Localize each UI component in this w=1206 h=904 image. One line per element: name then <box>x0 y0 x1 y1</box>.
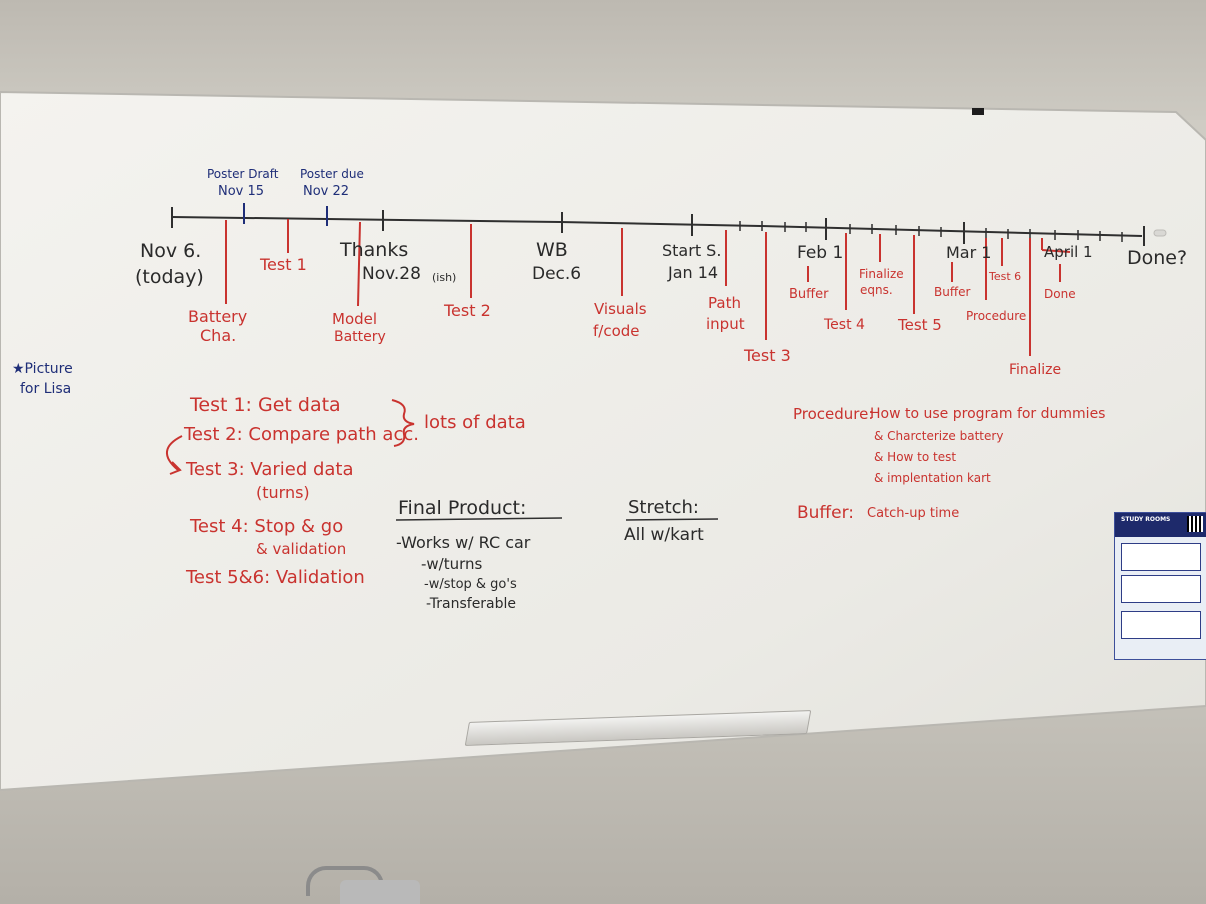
poster-draft-date: Nov 15 <box>218 184 265 199</box>
flyer-section <box>1121 611 1201 639</box>
marker-holder <box>1153 229 1167 237</box>
model-label: Model <box>332 310 378 328</box>
jan14-label: Jan 14 <box>668 263 719 282</box>
test3-turns: (turns) <box>256 483 310 502</box>
timeline-axis <box>171 216 1143 237</box>
test3-label: Test 3 <box>744 346 791 365</box>
stretch-item: All w/kart <box>624 525 704 545</box>
final-product-item-3: -w/stop & go's <box>424 577 517 592</box>
board-eraser <box>972 108 984 115</box>
poster-ticks <box>243 203 328 226</box>
start-s-label: Start S. <box>662 241 722 260</box>
test3-description: Test 3: Varied data <box>186 459 354 480</box>
poster-due-label: Poster due <box>300 167 364 181</box>
procedure-heading: Procedure: <box>793 405 874 423</box>
final-product-item-2: -w/turns <box>421 555 483 573</box>
test56-description: Test 5&6: Validation <box>186 567 365 588</box>
battery-label: Battery <box>188 307 248 326</box>
battery-cha-label: Cha. <box>200 326 237 345</box>
picture-note-line1: ★Picture <box>12 361 73 377</box>
test5-label: Test 5 <box>898 316 942 334</box>
picture-note-line2: for Lisa <box>20 381 72 397</box>
dec6-label: Dec.6 <box>532 264 582 284</box>
done-question-label: Done? <box>1127 247 1188 269</box>
lots-of-data-label: lots of data <box>424 412 526 433</box>
timeline-ticks <box>171 207 1145 246</box>
test-arrow <box>166 435 183 475</box>
test2-label: Test 2 <box>444 301 491 320</box>
path-label: Path <box>708 294 741 312</box>
final-product-item-4: -Transferable <box>426 596 517 612</box>
finalize-eqns-label-2: eqns. <box>860 283 893 297</box>
whiteboard <box>0 90 1206 792</box>
model-battery-label: Battery <box>334 329 386 345</box>
flyer-header: STUDY ROOMS <box>1115 513 1206 537</box>
april1-label: April 1 <box>1044 243 1093 261</box>
final-product-underline <box>395 517 563 521</box>
finalize-eqns-label-1: Finalize <box>859 267 904 281</box>
buffer1-label: Buffer <box>789 287 829 302</box>
timeline-minor-ticks <box>739 221 1123 242</box>
qr-code-icon <box>1187 516 1203 532</box>
test4-validation: & validation <box>256 540 347 558</box>
nov6-label: Nov 6. <box>140 240 202 262</box>
test4-description: Test 4: Stop & go <box>190 516 344 537</box>
visuals-code-label: f/code <box>593 322 640 340</box>
done-label: Done <box>1044 287 1076 301</box>
test1-label: Test 1 <box>260 255 307 274</box>
flyer-section <box>1121 575 1201 603</box>
wb-label: WB <box>536 239 568 261</box>
today-label: (today) <box>135 266 204 288</box>
buffer2-label: Buffer <box>934 285 971 299</box>
procedure-line1: How to use program for dummies <box>870 406 1106 422</box>
test4-label: Test 4 <box>824 317 865 333</box>
feb1-label: Feb 1 <box>797 243 844 263</box>
buffer-heading: Buffer: <box>797 503 855 523</box>
nov28-label: Nov.28 <box>362 264 421 284</box>
test6-label: Test 6 <box>989 270 1022 283</box>
water-bottle <box>340 880 420 904</box>
red-drop-lines <box>225 219 1071 356</box>
flyer-section <box>1121 543 1201 571</box>
procedure-label: Procedure <box>966 309 1027 323</box>
mar1-label: Mar 1 <box>946 243 992 262</box>
test1-description: Test 1: Get data <box>190 394 341 416</box>
poster-draft-label: Poster Draft <box>207 167 279 181</box>
stretch-underline <box>625 518 719 521</box>
study-rooms-flyer: STUDY ROOMS <box>1114 512 1206 660</box>
lots-of-data-brace <box>391 399 415 447</box>
test2-description: Test 2: Compare path acc. <box>184 424 419 445</box>
procedure-line2: & Charcterize battery <box>874 429 1004 443</box>
stretch-heading: Stretch: <box>628 497 699 518</box>
buffer-text: Catch-up time <box>867 506 960 521</box>
procedure-line3: & How to test <box>874 450 957 464</box>
thanks-label: Thanks <box>340 239 409 261</box>
nov28-note: (ish) <box>432 271 457 284</box>
visuals-label: Visuals <box>594 300 647 318</box>
flyer-title: STUDY ROOMS <box>1121 516 1171 523</box>
poster-due-date: Nov 22 <box>303 184 350 199</box>
finalize-label: Finalize <box>1009 362 1062 378</box>
path-input-label: input <box>706 315 745 333</box>
final-product-item-1: -Works w/ RC car <box>396 533 531 552</box>
procedure-line4: & implentation kart <box>874 471 991 485</box>
final-product-heading: Final Product: <box>398 497 527 519</box>
